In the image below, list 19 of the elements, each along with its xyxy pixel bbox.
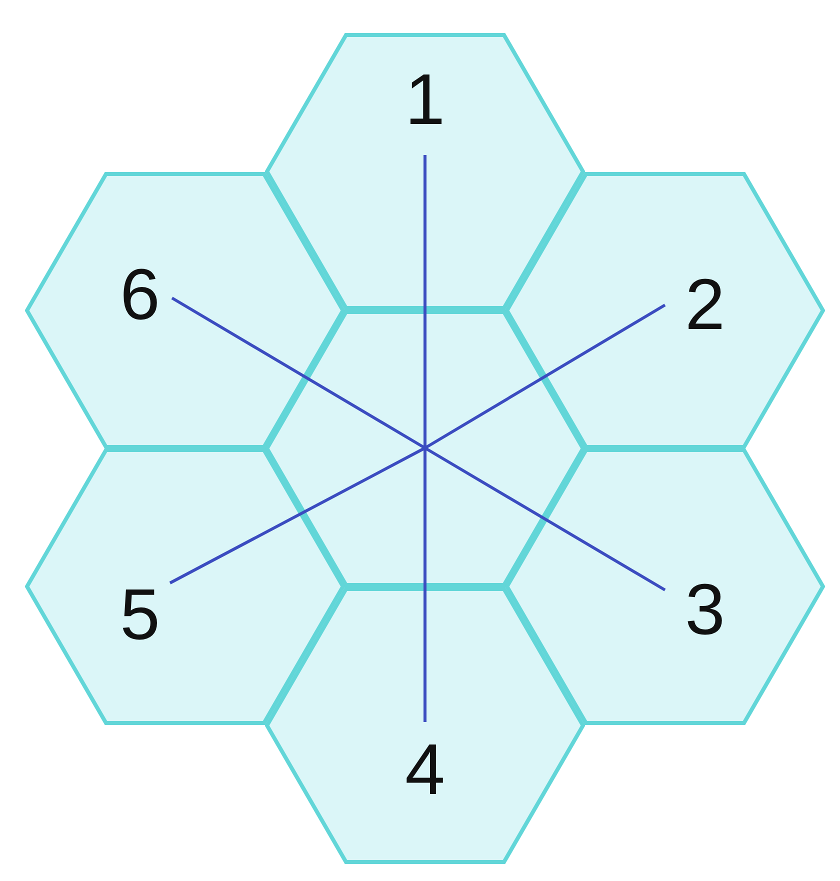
cell-number: 5 — [120, 578, 160, 650]
hexagon-cell — [25, 448, 345, 724]
hexagon-cell — [265, 310, 585, 586]
hexagon-cell — [25, 172, 345, 448]
line — [169, 446, 426, 584]
cell-number: 2 — [684, 268, 726, 340]
line — [424, 446, 666, 592]
cell-number: 4 — [404, 734, 446, 806]
cell-number: 1 — [404, 64, 446, 136]
hexagon-cell — [505, 448, 825, 724]
hexagon-cell — [265, 586, 585, 864]
hexagon-cell — [265, 32, 585, 310]
cell-number: 3 — [684, 574, 726, 646]
cell-number: 6 — [120, 258, 160, 330]
line — [424, 304, 666, 450]
line — [171, 296, 426, 450]
line — [424, 155, 426, 448]
hexagon-cell — [505, 172, 825, 448]
line — [424, 448, 426, 722]
